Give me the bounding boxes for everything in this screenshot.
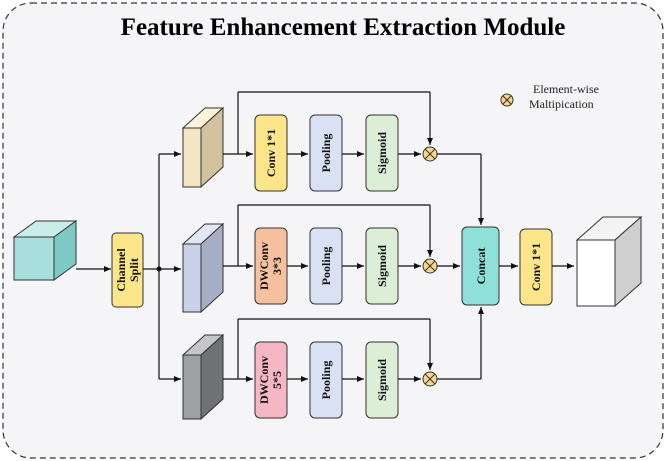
channel-split-label-1: Channel [114, 248, 128, 292]
multiply-circle-icon [500, 93, 514, 107]
input-feature-cube [12, 220, 78, 281]
legend-label-line1: Element-wise [533, 82, 599, 96]
b3-dwconv-label-1: DWConv [257, 356, 271, 404]
b1-conv-label: Conv 1*1 [264, 129, 278, 177]
b2-dwconv-block: DWConv 3*3 [254, 227, 288, 305]
final-conv-label: Conv 1*1 [529, 243, 543, 291]
final-conv-block: Conv 1*1 [519, 228, 553, 306]
b3-dwconv-label-2: 5*5 [270, 371, 284, 389]
b2-pooling-block: Pooling [309, 227, 343, 305]
b3-pooling-label: Pooling [319, 361, 333, 400]
b3-sigmoid-label: Sigmoid [375, 359, 389, 401]
b2-dwconv-label-2: 3*3 [270, 257, 284, 275]
branch3-feature-cube [181, 333, 225, 421]
legend-label-line2: Maltipication [529, 97, 594, 111]
b1-conv-block: Conv 1*1 [254, 114, 288, 192]
branch1-feature-cube [181, 106, 225, 189]
b2-pooling-label: Pooling [319, 247, 333, 286]
b1-pooling-label: Pooling [319, 134, 333, 173]
b1-multiply-icon [422, 146, 438, 162]
channel-split-block: Channel Split [111, 232, 144, 308]
channel-split-label-2: Split [127, 258, 141, 282]
diagram-title: Feature Enhancement Extraction Module [121, 14, 566, 41]
b3-pooling-block: Pooling [309, 341, 343, 419]
legend: Element-wise Maltipication [500, 82, 599, 111]
b1-pooling-block: Pooling [309, 114, 343, 192]
b2-sigmoid-label: Sigmoid [375, 245, 389, 287]
b2-multiply-icon [422, 258, 438, 274]
concat-block: Concat [461, 226, 500, 306]
b2-dwconv-label-1: DWConv [257, 242, 271, 290]
b1-sigmoid-block: Sigmoid [365, 114, 399, 192]
b2-sigmoid-block: Sigmoid [365, 227, 399, 305]
b3-multiply-icon [422, 371, 438, 387]
output-feature-cube [575, 215, 643, 308]
branch2-feature-cube [181, 222, 225, 314]
b1-sigmoid-label: Sigmoid [375, 132, 389, 174]
b3-dwconv-block: DWConv 5*5 [254, 341, 288, 419]
concat-label: Concat [474, 248, 488, 285]
b3-sigmoid-block: Sigmoid [365, 341, 399, 419]
